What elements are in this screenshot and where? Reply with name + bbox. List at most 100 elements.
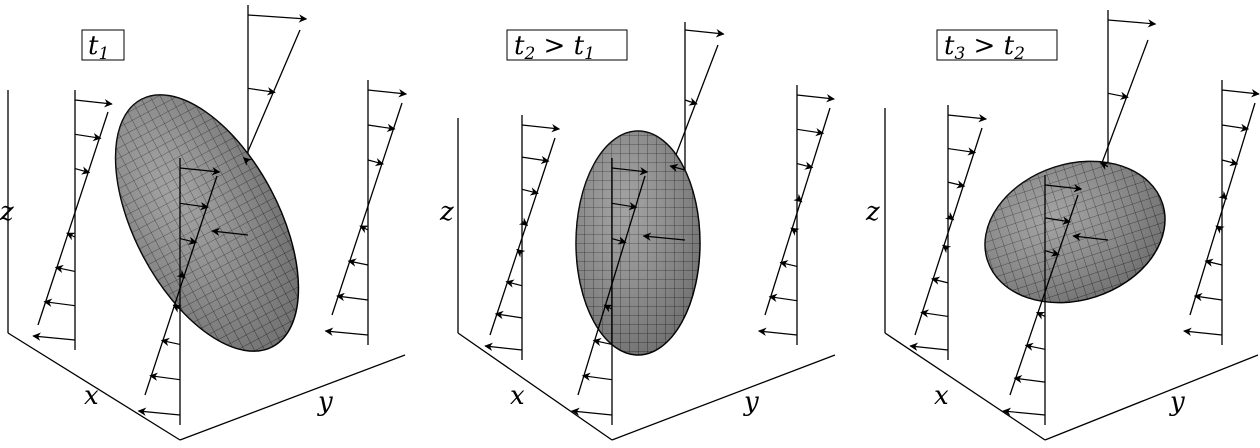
- velocity-arrow: [211, 227, 249, 237]
- velocity-profile-left: [37, 90, 109, 350]
- velocity-arrow: [945, 211, 955, 221]
- velocity-arrow: [779, 260, 798, 269]
- velocity-profile-right: [331, 80, 403, 345]
- velocity-arrow: [611, 166, 649, 176]
- velocity-arrow: [74, 99, 113, 108]
- velocity-arrow: [1107, 19, 1157, 28]
- velocity-arrow: [1221, 123, 1250, 133]
- velocity-arrow: [74, 132, 102, 142]
- x-axis-line: [884, 332, 1046, 441]
- panel-2: t2 > t1 z x y: [439, 22, 836, 441]
- y-axis-label: y: [317, 387, 333, 417]
- velocity-arrow: [1107, 91, 1129, 100]
- velocity-arrow: [1218, 190, 1228, 200]
- time-label: t3 > t2: [944, 31, 1025, 64]
- velocity-arrow: [592, 337, 613, 347]
- velocity-profile-right: [764, 85, 831, 345]
- velocity-arrow: [160, 337, 181, 347]
- velocity-arrow: [242, 157, 252, 166]
- x-axis-label: x: [84, 381, 99, 411]
- velocity-arrow: [931, 276, 949, 285]
- y-axis-line: [1044, 354, 1259, 441]
- velocity-profile-front: [577, 158, 646, 425]
- velocity-arrow: [1024, 342, 1046, 351]
- velocity-arrow: [336, 292, 369, 302]
- velocity-arrow: [796, 94, 835, 103]
- velocity-arrow: [149, 372, 181, 381]
- z-axis-label: z: [439, 197, 454, 227]
- velocity-profile-left: [489, 115, 556, 360]
- velocity-arrow: [505, 279, 523, 288]
- velocity-arrow: [494, 310, 523, 320]
- velocity-arrow: [521, 187, 539, 196]
- velocity-arrow: [947, 180, 966, 189]
- velocity-arrow: [347, 258, 369, 267]
- velocity-profile-right: [1189, 80, 1256, 345]
- panel-1: t1 z x y: [0, 5, 406, 441]
- velocity-arrow: [1044, 248, 1060, 257]
- velocity-arrow: [1044, 183, 1083, 193]
- velocity-arrow: [1002, 407, 1046, 416]
- velocity-arrow: [611, 236, 627, 245]
- velocity-arrow: [324, 327, 369, 336]
- velocity-arrow: [1215, 225, 1225, 234]
- velocity-arrow: [516, 249, 526, 258]
- velocity-arrow: [367, 158, 384, 167]
- velocity-arrow: [1099, 162, 1110, 170]
- velocity-arrow: [172, 304, 182, 313]
- velocity-arrow: [137, 407, 181, 416]
- y-axis-label: y: [1169, 387, 1185, 417]
- velocity-arrow: [367, 89, 408, 98]
- velocity-arrow: [367, 123, 396, 133]
- velocity-arrow: [1072, 232, 1109, 242]
- time-label: t1: [88, 31, 109, 64]
- velocity-arrow: [518, 217, 529, 226]
- y-axis-line: [179, 354, 406, 441]
- y-axis-line: [611, 354, 836, 441]
- velocity-arrow: [684, 29, 725, 38]
- velocity-arrow: [43, 298, 76, 307]
- ellipsoid: [114, 94, 300, 352]
- velocity-arrow: [521, 155, 550, 165]
- velocity-arrow: [768, 293, 798, 302]
- velocity-arrow: [66, 232, 76, 241]
- velocity-arrow: [179, 236, 198, 245]
- ellipsoid: [984, 160, 1166, 304]
- z-axis-label: z: [0, 197, 14, 227]
- velocity-arrow: [1221, 158, 1239, 167]
- velocity-arrow: [942, 244, 952, 254]
- velocity-arrow: [947, 114, 988, 123]
- velocity-arrow: [247, 87, 276, 96]
- velocity-arrow: [790, 227, 800, 236]
- velocity-arrow: [796, 127, 825, 137]
- velocity-profile-front: [1009, 175, 1079, 425]
- velocity-arrow: [1044, 216, 1072, 225]
- velocity-arrow: [684, 97, 698, 106]
- velocity-arrow: [247, 14, 308, 23]
- time-label-box: [506, 29, 628, 61]
- velocity-arrow: [920, 309, 949, 318]
- velocity-arrow: [1013, 374, 1046, 384]
- velocity-arrow: [947, 147, 977, 156]
- velocity-profile-front: [144, 158, 218, 425]
- velocity-arrow: [179, 167, 221, 176]
- x-axis-label: x: [934, 381, 949, 411]
- x-axis-label: x: [510, 381, 525, 411]
- time-label-box: [936, 29, 1058, 61]
- panel-3: t3 > t2 z x y: [865, 10, 1259, 441]
- velocity-arrow: [793, 193, 803, 203]
- velocity-arrow: [642, 232, 686, 241]
- velocity-arrow: [484, 342, 523, 351]
- velocity-arrow: [54, 264, 76, 274]
- velocity-arrow: [796, 161, 814, 170]
- velocity-arrow: [669, 163, 686, 173]
- axes: [7, 90, 406, 441]
- velocity-arrow: [603, 304, 613, 313]
- velocity-arrow: [757, 327, 798, 336]
- axes: [457, 118, 836, 441]
- velocity-arrows: [32, 14, 1260, 416]
- velocity-arrow: [176, 269, 186, 279]
- velocity-arrow: [571, 407, 613, 416]
- velocity-arrow: [1204, 258, 1223, 267]
